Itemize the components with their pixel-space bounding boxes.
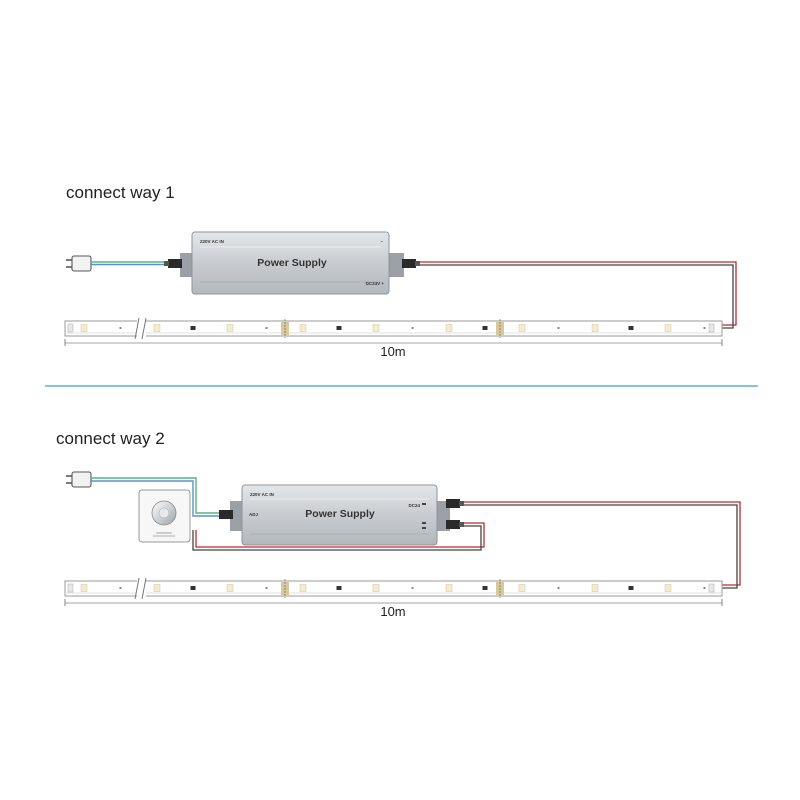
way2-strip-led [703, 587, 706, 589]
way2-length-label: 10m [380, 604, 405, 619]
way1-cable-glands [164, 259, 420, 268]
way1-strip-led [80, 324, 88, 332]
way1-strip-led [628, 326, 634, 330]
way2-strip-led [591, 584, 599, 592]
way2-strip-led [664, 584, 672, 592]
way1-dc-out-label: DC24V + [366, 281, 385, 286]
way1-strip-led [153, 324, 161, 332]
way2-heading: connect way 2 [56, 429, 165, 448]
way2-strip-led [482, 586, 488, 590]
way2-plug-icon [66, 471, 92, 488]
way2-cut-mark-2 [496, 579, 504, 598]
way1-strip-led [119, 327, 122, 329]
way1-strip-led [299, 324, 307, 332]
way2-strip-led [445, 584, 453, 592]
way2-cable-glands [219, 499, 464, 529]
way1-ps-title: Power Supply [257, 257, 327, 269]
way2-strip-led [336, 586, 342, 590]
way1-strip-break-icon [134, 317, 147, 340]
way2-ac-cable [91, 477, 222, 517]
way1-strip-led [518, 324, 526, 332]
way2-strip-break-icon [134, 577, 147, 600]
way2-strip-led [226, 584, 234, 592]
way2-dc-cable [464, 501, 741, 589]
way1-ac-cable [91, 261, 172, 266]
way2-length-dimension: 10m [64, 599, 723, 619]
way1-strip-led [226, 324, 234, 332]
section-way-1: connect way 1 220V AC IN – Power Supply … [64, 183, 737, 359]
way2-strip-led [80, 584, 88, 592]
way1-plug-icon [66, 255, 92, 272]
way2-strip-led [518, 584, 526, 592]
way1-strip-led [190, 326, 196, 330]
way2-strip-led [190, 586, 196, 590]
way1-strip-led [557, 327, 560, 329]
svg-text:–: – [380, 239, 383, 244]
way2-ac-in-label: 220V AC IN [250, 492, 274, 497]
way1-ac-in-label: 220V AC IN [200, 239, 224, 244]
way1-length-label: 10m [380, 344, 405, 359]
way2-strip-led [265, 587, 268, 589]
way2-dimmer-loop-cable [192, 522, 485, 551]
way1-strip-leds [80, 324, 706, 332]
way1-strip-led [265, 327, 268, 329]
way2-strip-leds [80, 584, 706, 592]
way1-strip-led [411, 327, 414, 329]
way1-heading: connect way 1 [66, 183, 175, 202]
way1-cut-mark-1 [281, 319, 289, 338]
way2-ps-title: Power Supply [305, 508, 375, 520]
way1-led-strip [64, 317, 723, 340]
way1-strip-led [336, 326, 342, 330]
way1-strip-led [703, 327, 706, 329]
way1-strip-led [664, 324, 672, 332]
way1-strip-led [445, 324, 453, 332]
way1-dc-cable [420, 261, 737, 329]
section-way-2: connect way 2 220V AC IN AD [56, 429, 741, 619]
way2-led-strip [64, 577, 723, 600]
way1-length-dimension: 10m [64, 339, 723, 359]
way2-strip-led [372, 584, 380, 592]
way2-strip-led [299, 584, 307, 592]
way2-dc-out-label: DC24 [408, 503, 420, 508]
way1-power-supply: 220V AC IN – Power Supply DC24V + [180, 231, 404, 295]
way2-strip-led [153, 584, 161, 592]
way2-power-supply: 220V AC IN ADJ Power Supply DC24 [230, 484, 450, 546]
way2-strip-led [557, 587, 560, 589]
way1-cut-mark-2 [496, 319, 504, 338]
way2-adj-label: ADJ [249, 512, 258, 517]
way1-strip-led [591, 324, 599, 332]
way2-strip-led [119, 587, 122, 589]
way2-cut-mark-1 [281, 579, 289, 598]
way1-strip-led [482, 326, 488, 330]
way1-strip-led [372, 324, 380, 332]
way2-dimmer [138, 489, 191, 543]
way2-strip-led [411, 587, 414, 589]
way2-strip-led [628, 586, 634, 590]
